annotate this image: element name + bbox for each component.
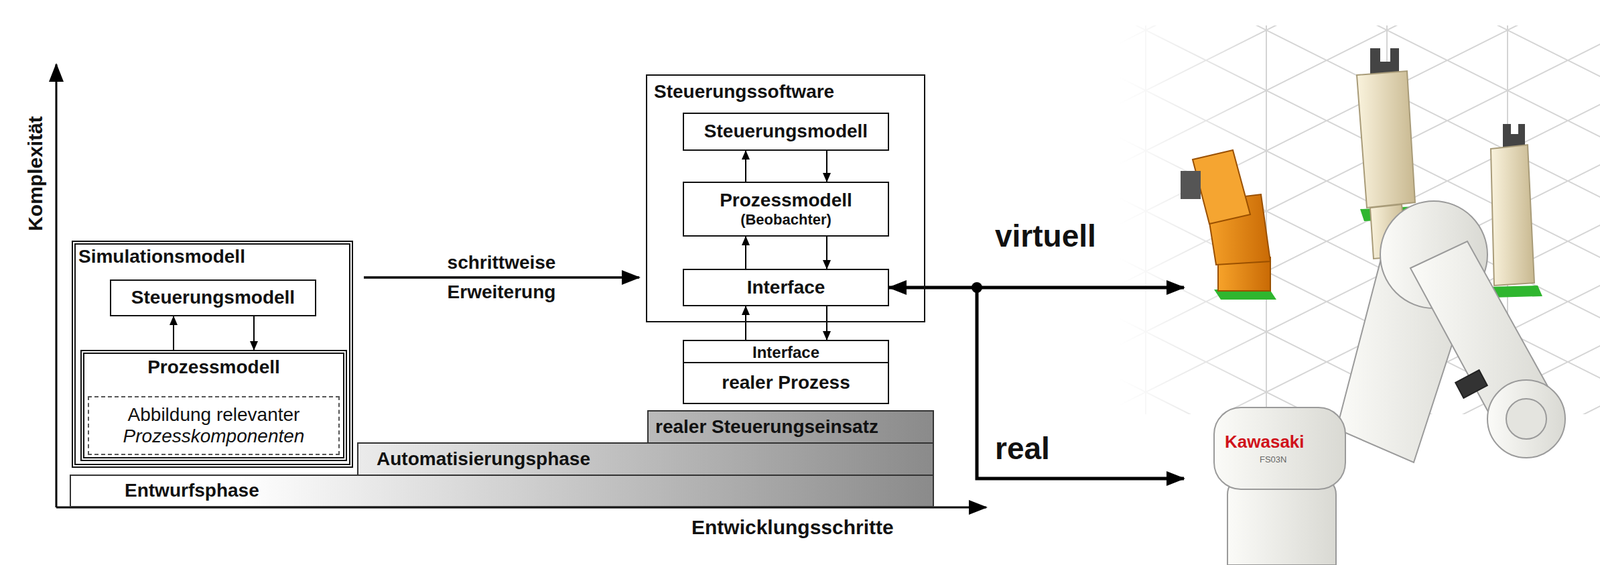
flow-arrow xyxy=(745,150,747,182)
phase-band: Automatisierungsphase xyxy=(357,442,935,476)
real-process-box: realer Prozess xyxy=(682,361,890,405)
observer-box: Prozessmodell(Beobachter) xyxy=(682,181,890,237)
box-label: Automatisierungsphase xyxy=(376,448,591,470)
edge-label: schrittweise Erweiterung xyxy=(428,247,576,307)
y-axis xyxy=(55,64,58,508)
box-label: Prozessmodell xyxy=(147,356,281,378)
control-model-box: Steuerungsmodell xyxy=(682,112,890,151)
flow-arrow xyxy=(172,316,175,350)
branch-label: real xyxy=(994,430,1050,467)
virtual-robot-orange xyxy=(1180,150,1277,300)
branch-label: virtuell xyxy=(994,218,1097,254)
box-label: Steuerungsmodell xyxy=(704,120,868,143)
box-label: (Beobachter) xyxy=(740,211,832,228)
box-label: Steuerungssoftware xyxy=(653,81,835,103)
flow-arrow xyxy=(826,236,828,269)
flow-arrow xyxy=(253,316,255,350)
box-label: Simulationsmodell xyxy=(78,245,246,268)
process-model-box: ProzessmodellAbbildung relevanterProzess… xyxy=(80,349,348,461)
brand-label: Kawasaki xyxy=(1224,432,1305,453)
control-model-box: Steuerungsmodell xyxy=(109,279,317,317)
phase-band: realer Steuerungseinsatz xyxy=(647,410,935,444)
signal-arrow xyxy=(889,286,1184,290)
flow-arrow xyxy=(826,306,828,340)
box-label: realer Prozess xyxy=(721,371,850,394)
box-label: Prozessmodell xyxy=(719,189,853,212)
flow-arrow xyxy=(745,236,747,269)
box-label: realer Steuerungseinsatz xyxy=(655,416,879,438)
phase-band: Entwurfsphase xyxy=(69,474,935,508)
model-label: FS03N xyxy=(1259,454,1287,465)
box-label: Interface xyxy=(752,343,820,362)
flow-arrow xyxy=(363,276,640,279)
virtual-robot-beige xyxy=(1488,123,1543,298)
flow-arrow xyxy=(745,306,747,340)
simulation-model-box: SimulationsmodellSteuerungsmodellProzess… xyxy=(71,240,354,468)
box-label: Abbildung relevanter xyxy=(127,404,301,426)
real-robot xyxy=(1214,201,1566,565)
control-software-box: SteuerungssoftwareSteuerungsmodellProzes… xyxy=(645,74,926,323)
box-label: Interface xyxy=(747,276,826,299)
component-box: Abbildung relevanterProzesskomponenten xyxy=(87,395,340,455)
flow-arrow xyxy=(826,150,828,182)
box-label: Steuerungsmodell xyxy=(131,286,295,309)
axis-label: Entwicklungsschritte xyxy=(691,515,894,540)
axis-label: Komplexität xyxy=(24,115,48,232)
box-label: Entwurfsphase xyxy=(124,479,260,502)
virtual-robot-beige xyxy=(1356,48,1421,222)
signal-arrow xyxy=(976,287,1184,479)
interface-box: Interface xyxy=(682,268,890,307)
box-label: Prozesskomponenten xyxy=(123,425,305,447)
